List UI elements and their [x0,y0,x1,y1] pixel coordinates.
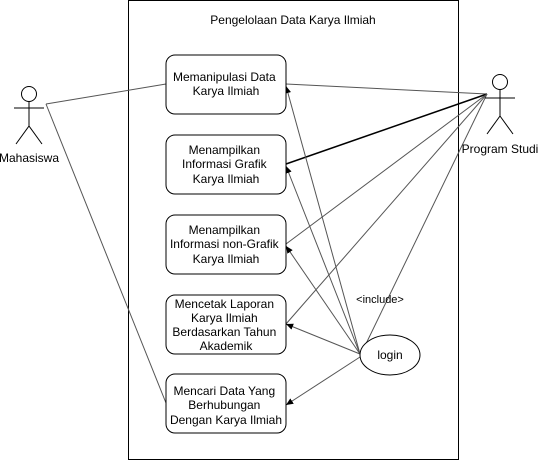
actor-head [21,86,37,102]
actor-mahasiswa-label: Mahasiswa [0,151,59,165]
assoc-prodi-grafik [285,93,488,165]
actor-mahasiswa [14,86,44,145]
use-case-login-ellipse [359,334,421,376]
include-login-manipulasi [284,85,361,355]
include-login-grafik [285,165,361,355]
use-case-manipulasi-box [165,54,287,115]
assoc-mahasiswa-mencari [45,103,167,404]
system-title: Pengelolaan Data Karya Ilmiah [210,13,375,27]
include-label: <include> [356,294,404,306]
assoc-prodi-manipulasi [285,83,488,95]
use-case-grafik-label: Menampilkan Informasi Grafik Karya Ilmia… [182,143,270,186]
use-case-non-grafik-label: Menampilkan Informasi non-Grafik Karya I… [170,223,282,266]
use-case-mencari-label: Mencari Data Yang Berhubungan Dengan Kar… [170,384,282,427]
assoc-prodi-login [361,93,488,353]
use-case-mencari-box [165,373,287,434]
use-case-laporan-box [165,294,287,355]
use-case-grafik-box [165,134,287,195]
include-login-non-grafik [285,245,361,355]
include-login-mencari [285,356,361,406]
assoc-prodi-laporan [285,93,488,325]
actor-program-studi-label: Program Studi [462,142,539,156]
assoc-mahasiswa-manipulasi [45,83,167,105]
system-boundary [128,0,459,460]
use-case-non-grafik-box [165,214,287,275]
actor-program-studi [485,74,515,135]
connector-lines [45,83,488,406]
use-case-manipulasi-label: Memanipulasi Data Karya Ilmiah [173,70,279,98]
include-login-laporan [285,323,361,355]
use-case-login-label: login [377,348,402,362]
actor-head [492,74,508,90]
use-case-laporan-label: Mencetak Laporan Karya Ilmiah Berdasarka… [172,297,279,353]
assoc-prodi-non-grafik [285,93,488,245]
